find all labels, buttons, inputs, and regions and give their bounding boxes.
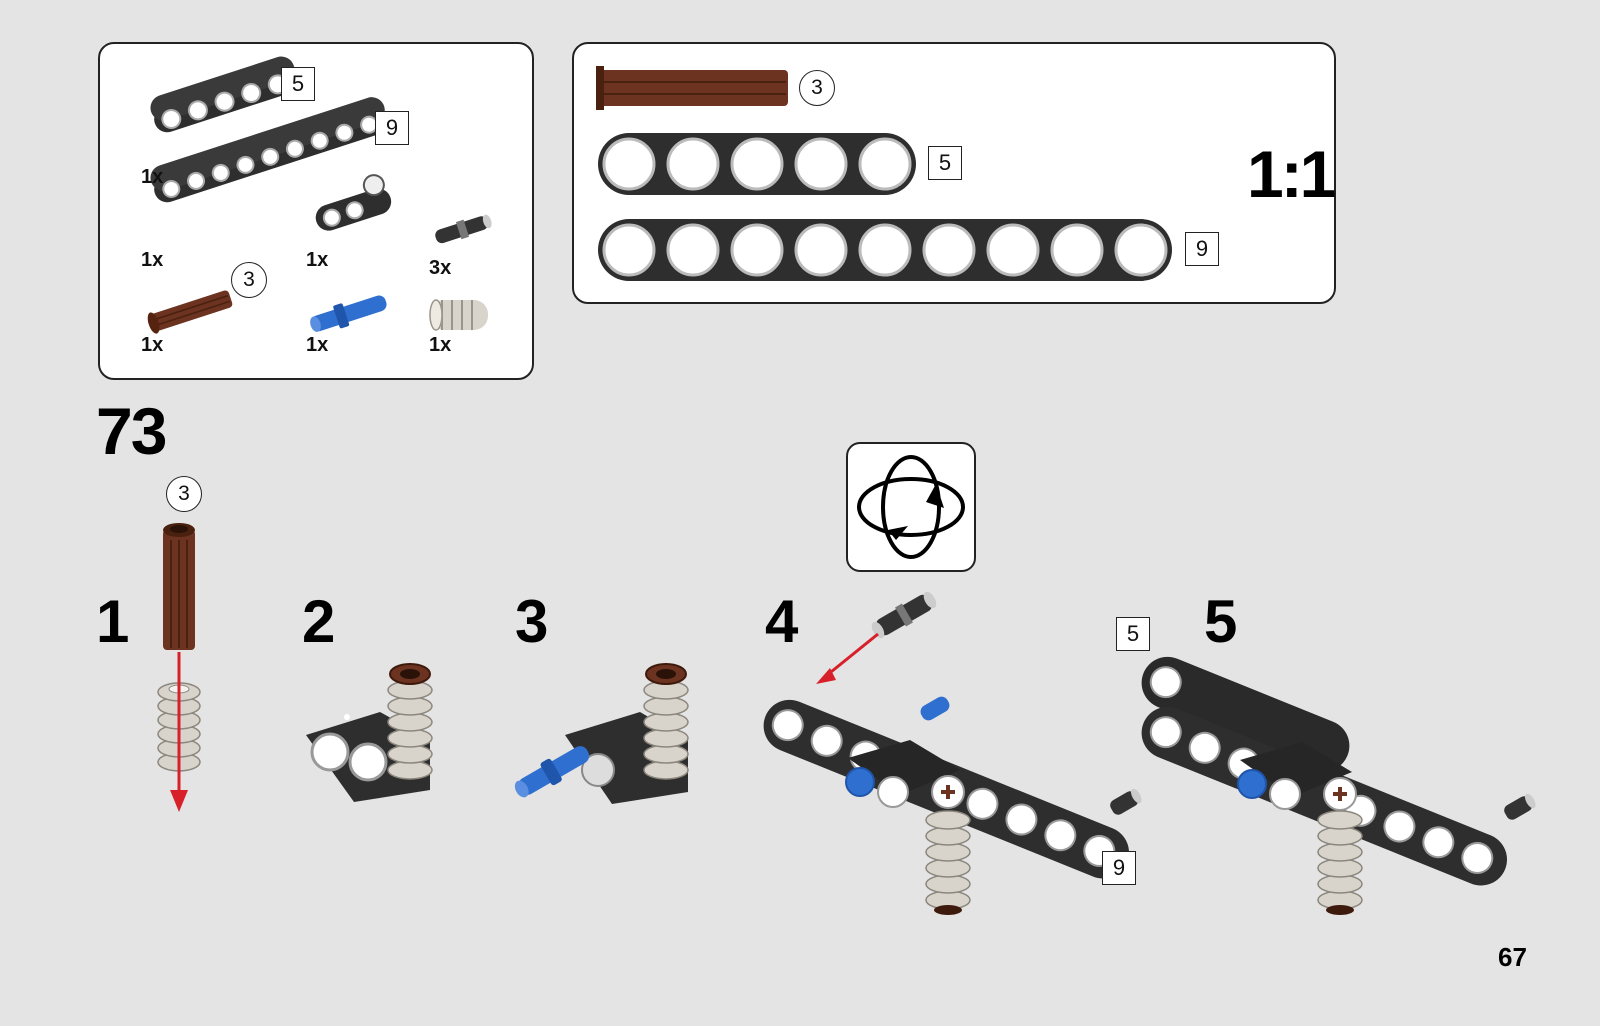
step5-beam5-callout: 5 <box>1116 617 1150 651</box>
substep3-illustration <box>510 664 688 804</box>
substep1-illustration <box>158 523 200 812</box>
substep4-illustration <box>756 588 1144 915</box>
substep5-illustration <box>1134 649 1538 915</box>
page-number: 67 <box>1498 942 1527 973</box>
substep2-illustration <box>306 664 432 802</box>
step4-beam9-callout: 9 <box>1102 851 1136 885</box>
